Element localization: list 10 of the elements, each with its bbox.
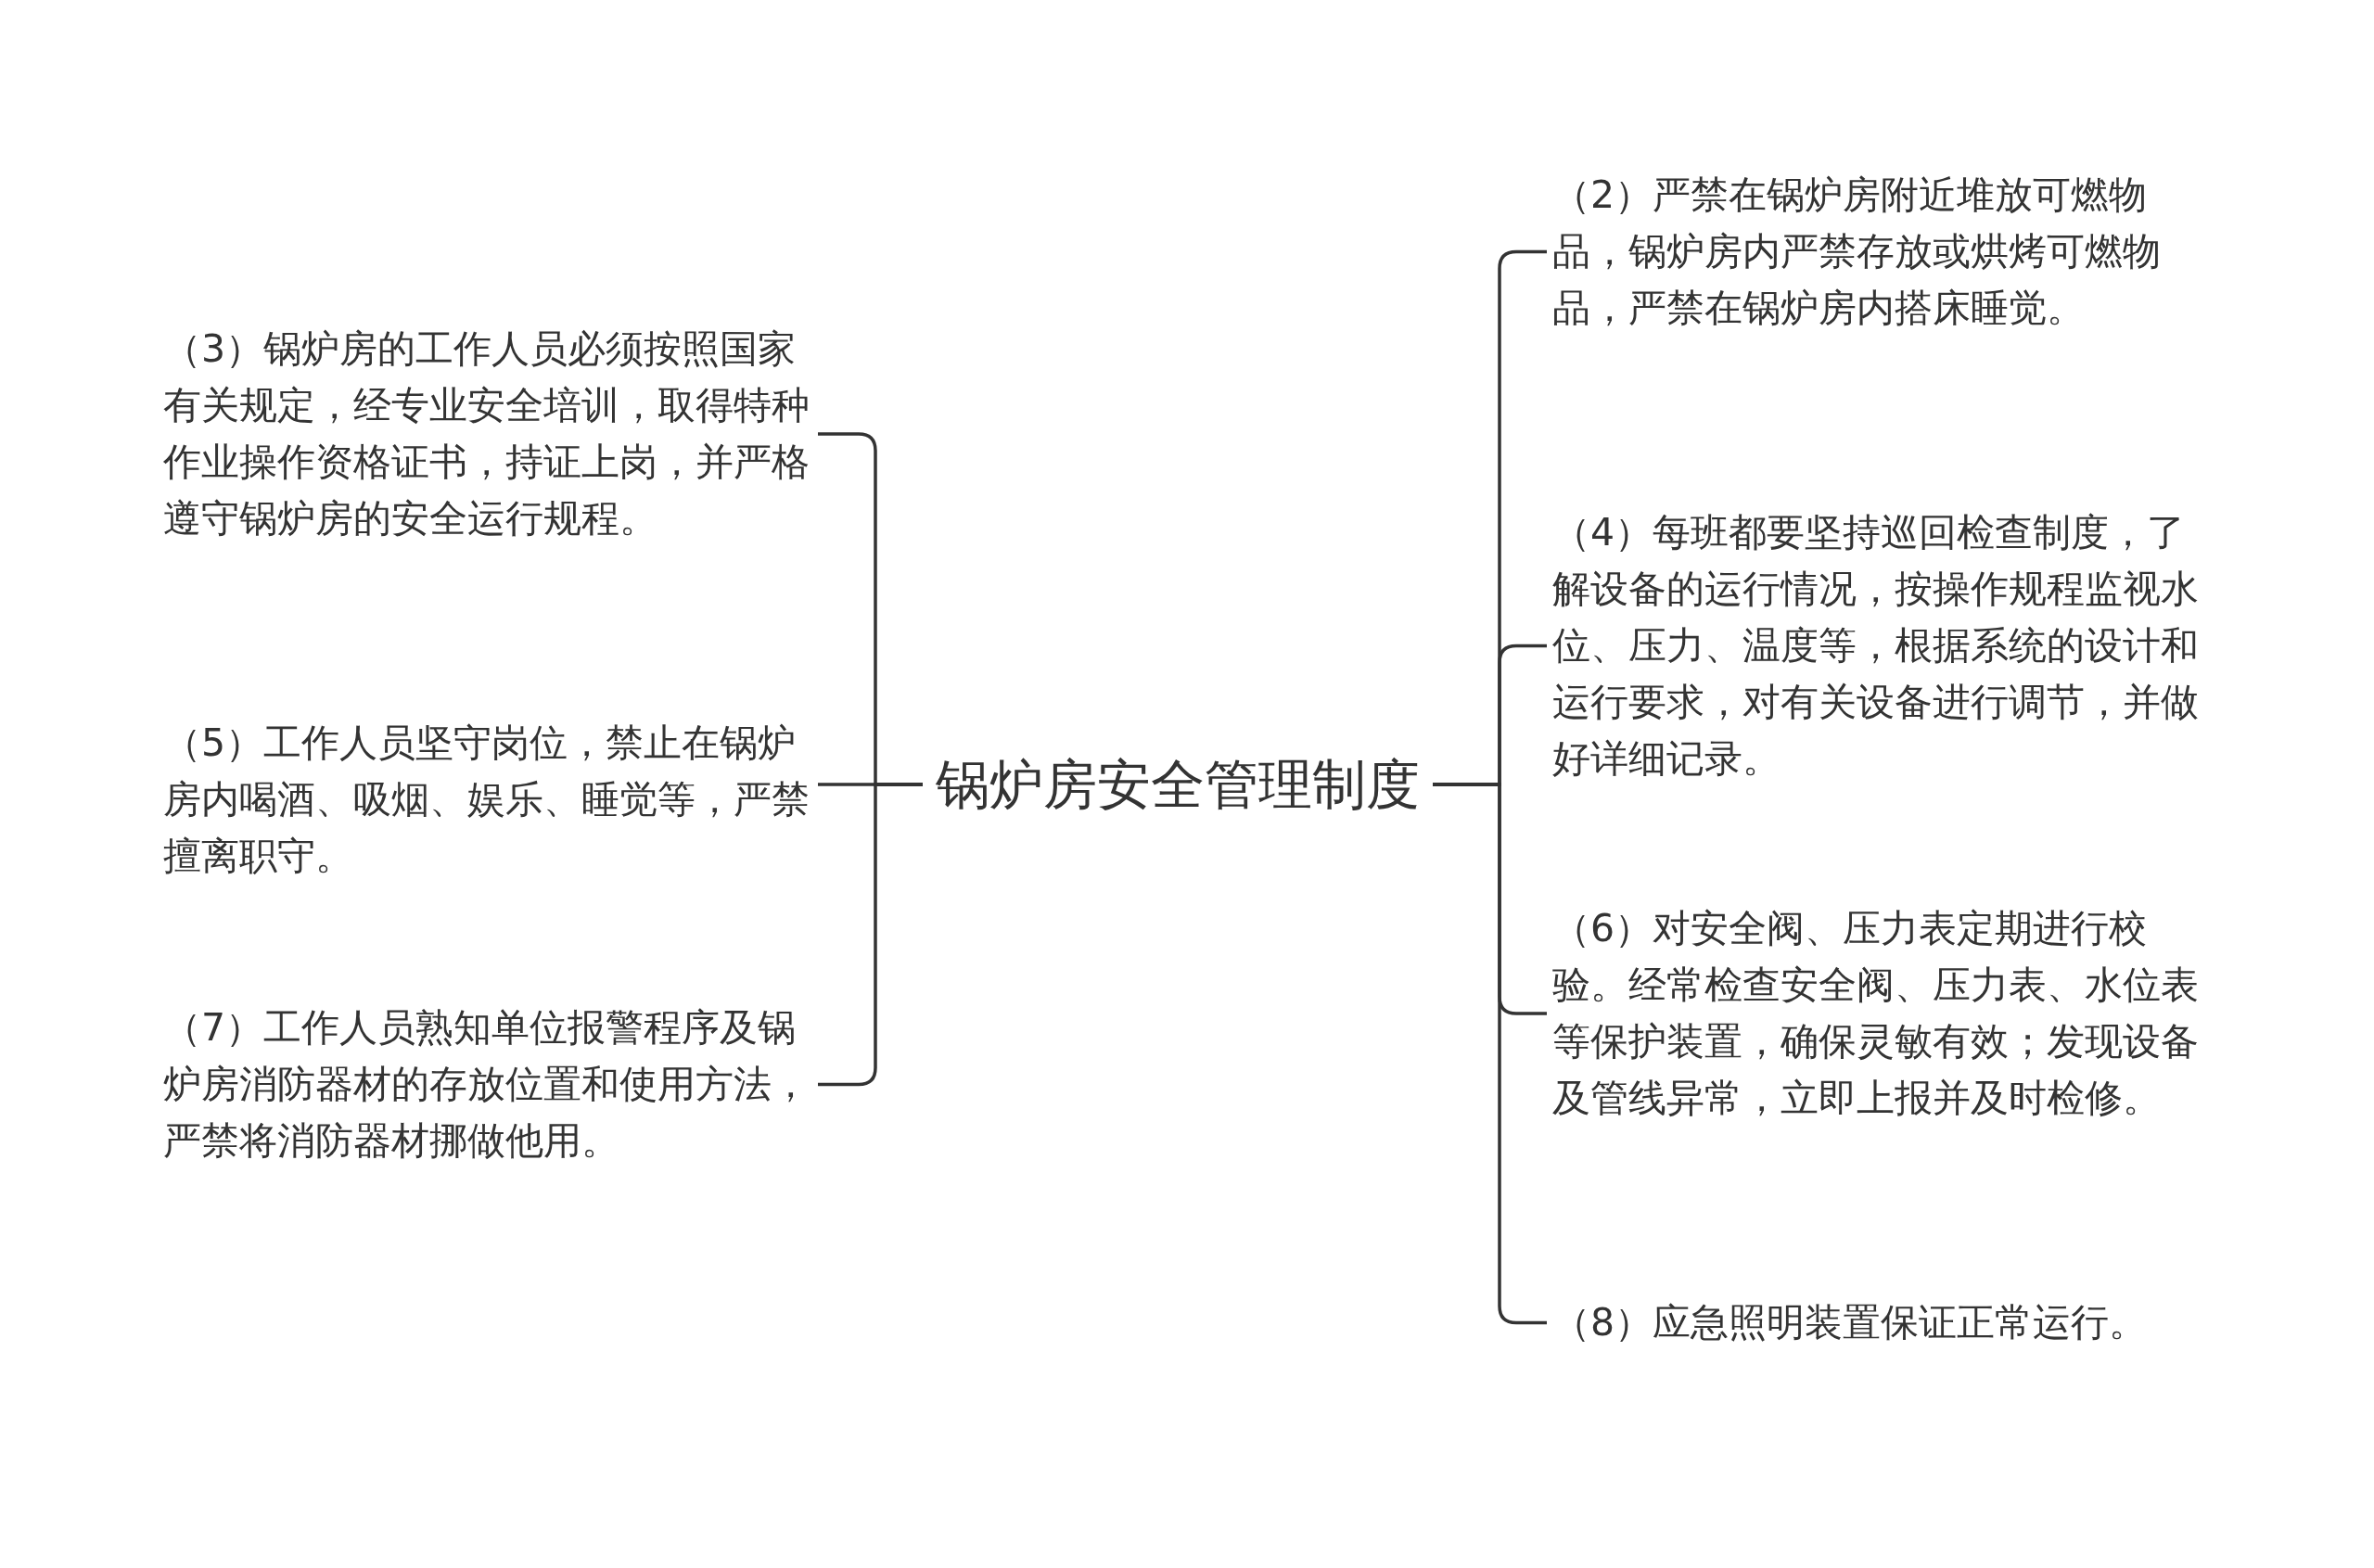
rule-text: （6）对安全阀、压力表定期进行校验。经常检查安全阀、压力表、水位表等保护装置，确保灵敏有效；发现设备及管线异常，立即上报并及时检修。 bbox=[1552, 905, 2200, 1122]
rule-text: （5）工作人员坚守岗位，禁止在锅炉房内喝酒、吸烟、娱乐、睡觉等，严禁擅离职守。 bbox=[163, 720, 810, 880]
connector-line bbox=[1433, 783, 1547, 1325]
rule-text: （8）应急照明装置保证正常运行。 bbox=[1552, 1299, 2149, 1346]
rule-text: （4）每班都要坚持巡回检查制度，了解设备的运行情况，按操作规程监视水位、压力、温度等，根据系统的设计和运行要求，对有关设备进行调节，并做好详细记录。 bbox=[1552, 509, 2200, 783]
topic-title: 锅炉房安全管理制度 bbox=[935, 752, 1421, 818]
rule-text: （7）工作人员熟知单位报警程序及锅炉房消防器材的存放位置和使用方法，严禁将消防器材挪做他用。 bbox=[163, 1004, 810, 1165]
connector-line bbox=[818, 783, 923, 1087]
rule-text: （2）严禁在锅炉房附近堆放可燃物品，锅炉房内严禁存放或烘烤可燃物品，严禁在锅炉房内搭床睡觉。 bbox=[1552, 172, 2162, 332]
rule-text: （3）锅炉房的工作人员必须按照国家有关规定，经专业安全培训，取得特种作业操作资格证书，持证上岗，并严格遵守锅炉房的安全运行规程。 bbox=[163, 325, 810, 542]
